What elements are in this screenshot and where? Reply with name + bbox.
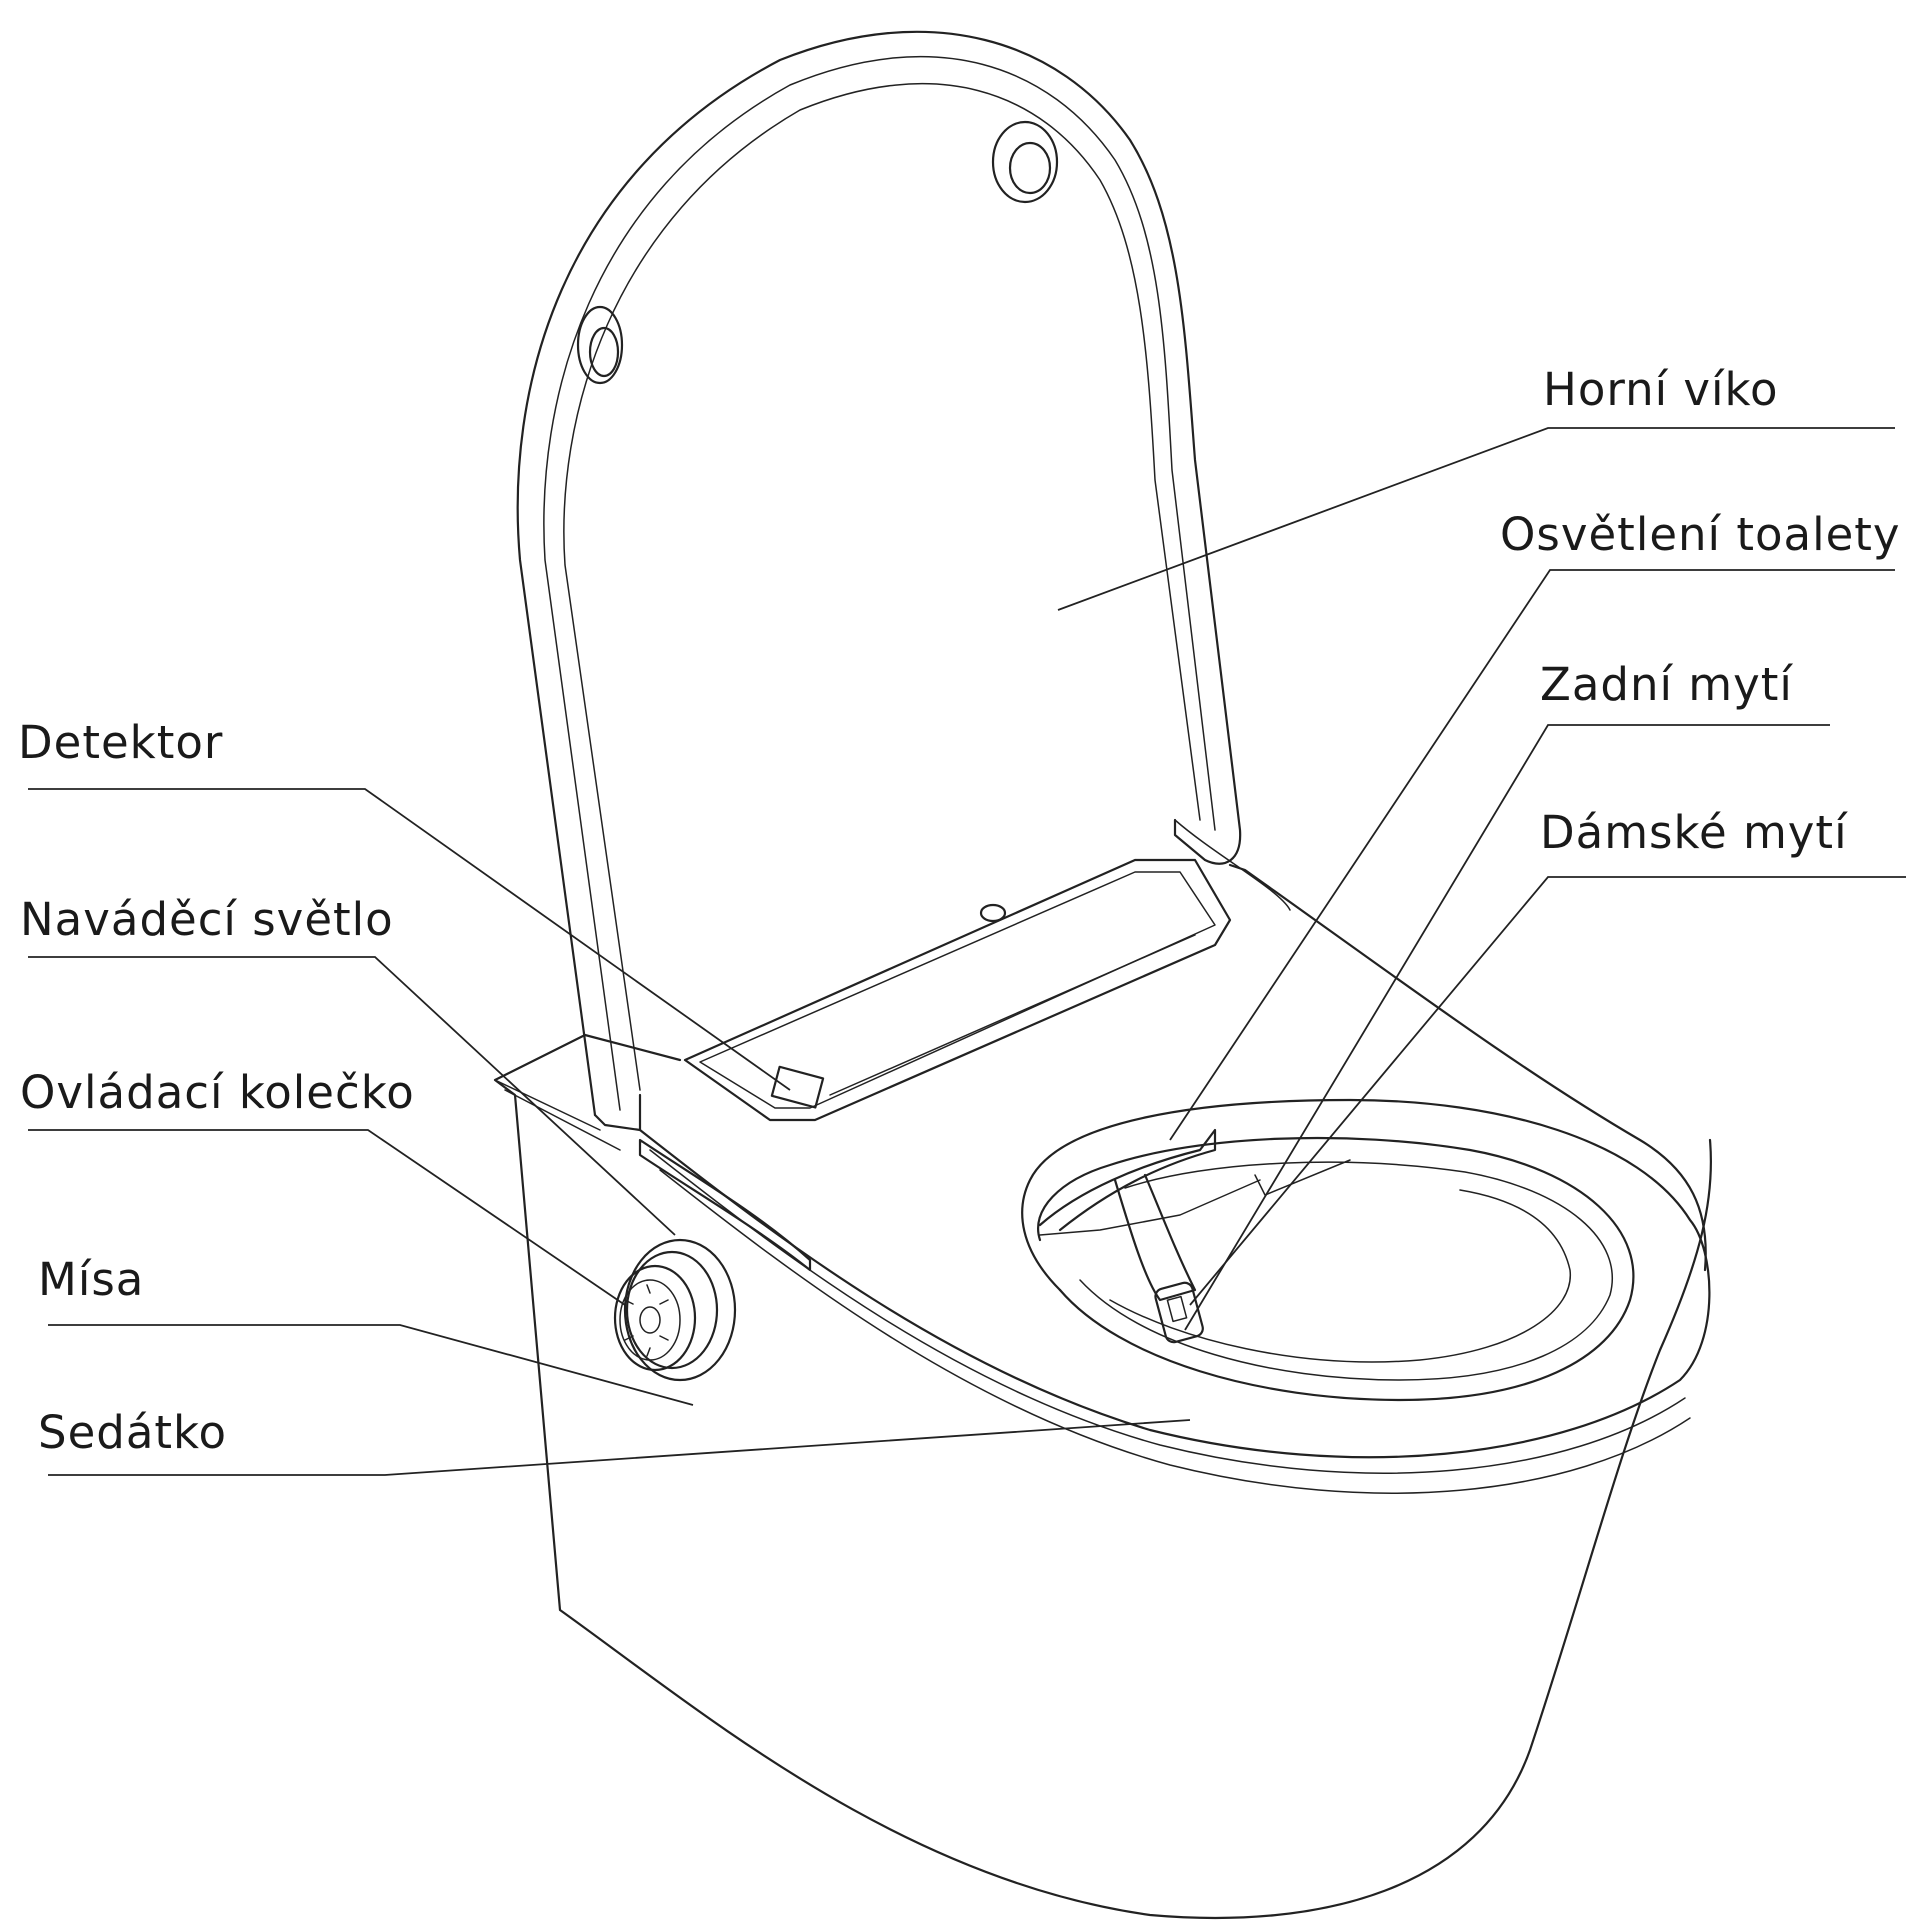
- label-ovladaci-kolecko: Ovládací kolečko: [20, 1066, 415, 1119]
- leader-zadni-myti: [1184, 724, 1830, 1331]
- panel-vent: [829, 934, 1196, 1096]
- label-horni-viko: Horní víko: [1543, 363, 1779, 416]
- label-sedatko: Sedátko: [38, 1406, 227, 1459]
- leader-osvetleni: [1169, 569, 1895, 1141]
- bowl-inner-back: [1039, 1179, 1261, 1236]
- lid-inner: [543, 56, 1216, 1111]
- seat-inner: [1037, 1136, 1635, 1402]
- panel-knob: [979, 903, 1007, 923]
- lid-inner-2: [563, 83, 1201, 1091]
- toilet-illustration: [493, 30, 1713, 1920]
- label-misa: Mísa: [38, 1253, 144, 1306]
- guide-light-strip: [638, 1138, 812, 1272]
- side-lines: [494, 1079, 621, 1151]
- leader-sedatko: [48, 1419, 1191, 1476]
- labels: Horní víko Osvětlení toalety Zadní mytí …: [18, 363, 1901, 1459]
- lid-outer: [516, 30, 1242, 1117]
- label-zadni-myti: Zadní mytí: [1540, 658, 1793, 711]
- body-back-edge: [1174, 819, 1291, 911]
- leader-damske-myti: [1189, 876, 1906, 1306]
- nozzle-wand: [1113, 1173, 1197, 1302]
- leader-ovladaci: [28, 1129, 626, 1306]
- label-damske-myti: Dámské mytí: [1540, 806, 1848, 859]
- lid-bumper-top-right: [991, 120, 1059, 204]
- top-panel-inner: [699, 871, 1216, 1109]
- seat-inner-2: [1079, 1161, 1613, 1381]
- leader-navadeci: [28, 956, 676, 1236]
- seat-outer-2: [649, 1149, 1686, 1474]
- control-knob: [613, 1238, 737, 1382]
- leader-horni-viko: [1057, 427, 1895, 611]
- label-osvetleni: Osvětlení toalety: [1500, 508, 1901, 561]
- bowl-back-rim: [1228, 863, 1707, 1272]
- label-detektor: Detektor: [18, 716, 223, 769]
- bowl-body: [493, 1033, 1713, 1920]
- detector-window: [770, 1065, 825, 1109]
- leader-detektor: [28, 788, 791, 1091]
- leader-lines: [28, 427, 1906, 1476]
- top-panel: [683, 858, 1232, 1122]
- leader-misa: [48, 1324, 694, 1406]
- label-navadeci-svetlo: Naváděcí světlo: [20, 893, 394, 946]
- seat-outer: [638, 1098, 1711, 1459]
- seat-outer-3: [659, 1169, 1691, 1494]
- lid-bumper-left: [576, 305, 624, 385]
- rim-light: [1038, 1128, 1217, 1232]
- bowl-inner: [1109, 1189, 1571, 1363]
- lid-bottom: [593, 1093, 642, 1132]
